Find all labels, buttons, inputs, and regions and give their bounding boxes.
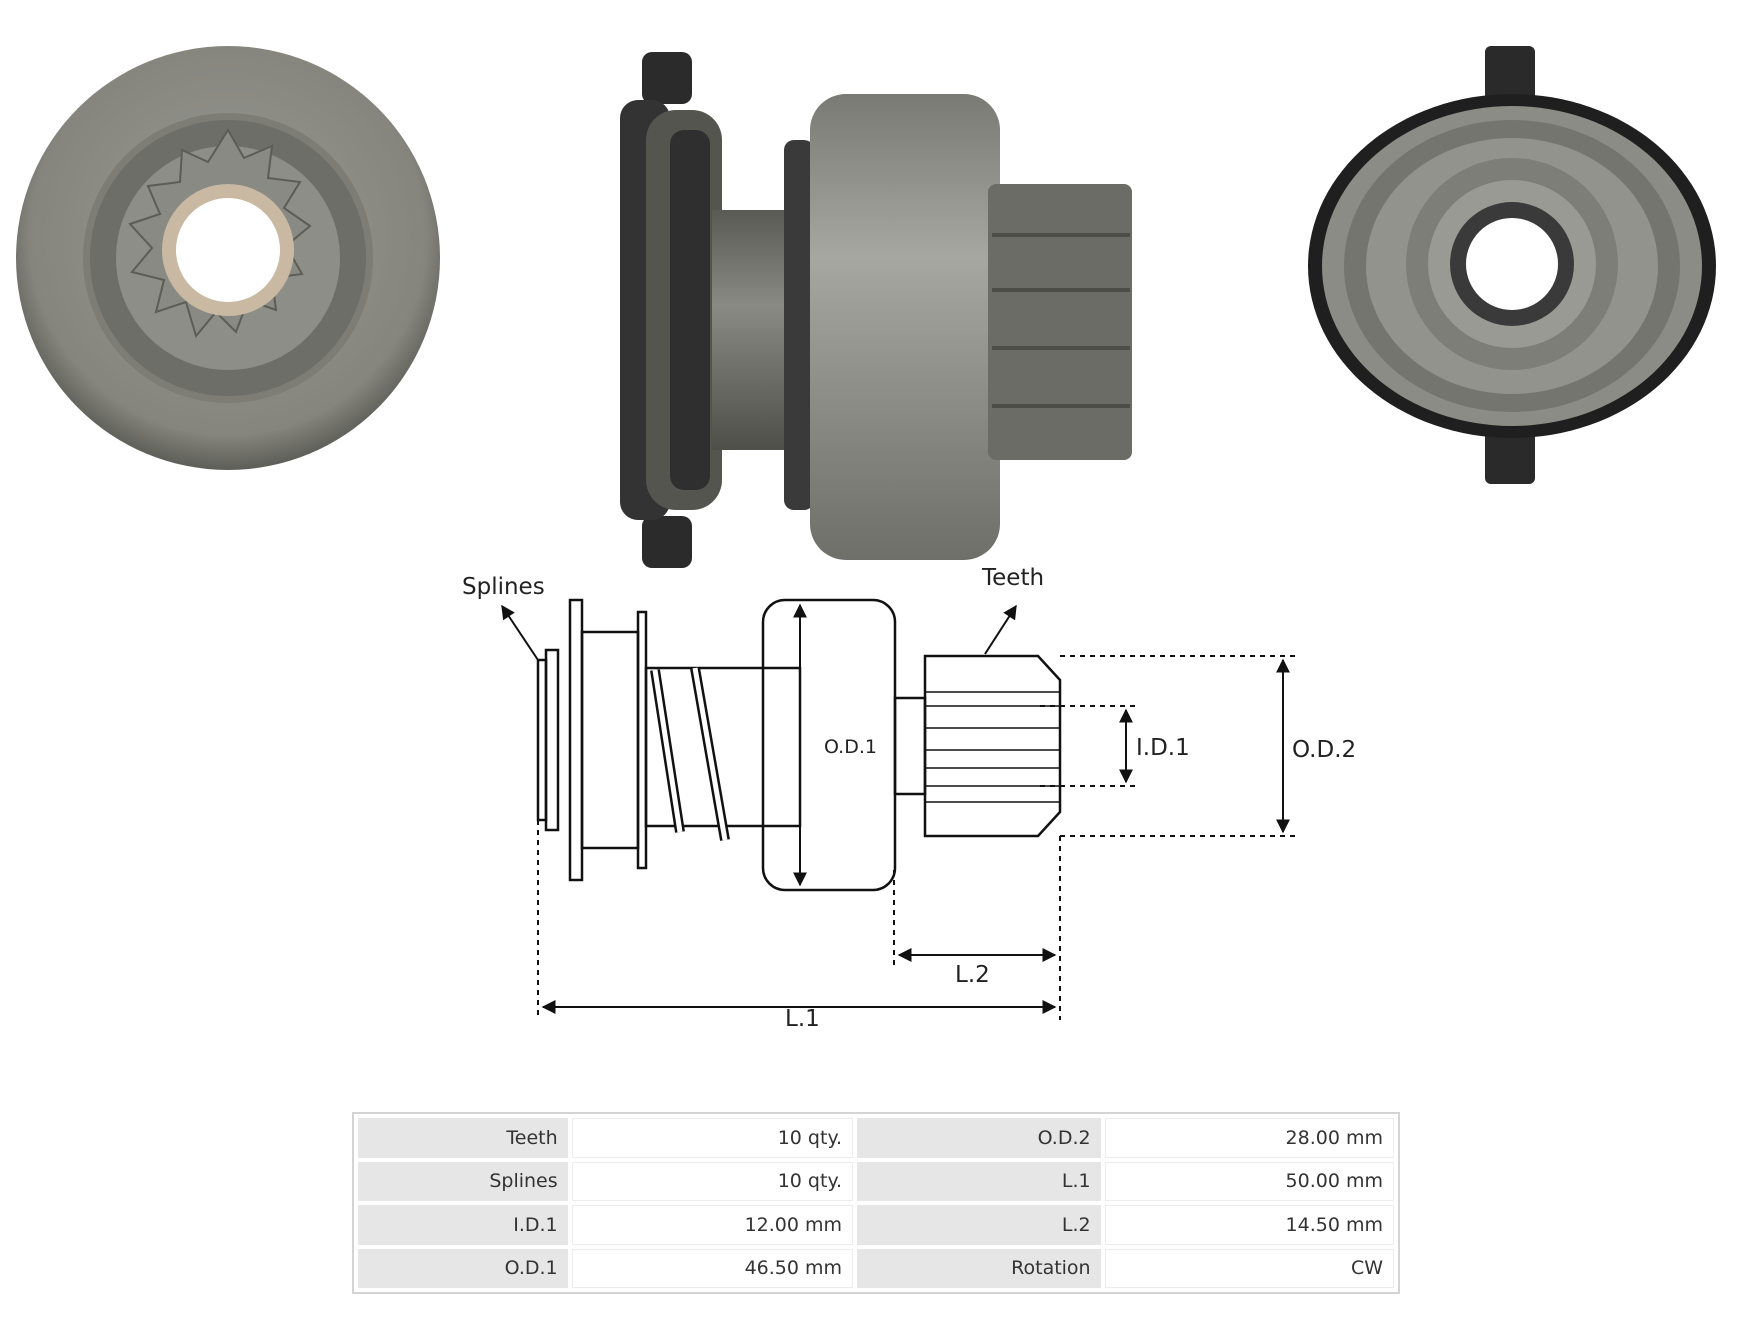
- spec-label: Rotation: [857, 1248, 1101, 1288]
- spec-label: O.D.2: [857, 1118, 1101, 1158]
- od2-label: O.D.2: [1292, 737, 1356, 763]
- table-row: I.D.1 12.00 mm L.2 14.50 mm: [358, 1205, 1394, 1245]
- spec-label: L.2: [857, 1205, 1101, 1245]
- teeth-label: Teeth: [981, 565, 1044, 591]
- pinion-front-view-photo: [16, 46, 440, 470]
- id1-label: I.D.1: [1136, 735, 1190, 761]
- table-row: Splines 10 qty. L.1 50.00 mm: [358, 1161, 1394, 1201]
- spec-value: 12.00 mm: [571, 1205, 854, 1245]
- spec-label: I.D.1: [358, 1205, 568, 1245]
- spec-label: Teeth: [358, 1118, 568, 1158]
- table-row: O.D.1 46.50 mm Rotation CW: [358, 1248, 1394, 1288]
- spec-table: Teeth 10 qty. O.D.2 28.00 mm Splines 10 …: [352, 1112, 1400, 1294]
- spec-value: 10 qty.: [571, 1118, 854, 1158]
- spec-value: 10 qty.: [571, 1161, 854, 1201]
- spec-label: O.D.1: [358, 1248, 568, 1288]
- spec-value: 14.50 mm: [1104, 1205, 1394, 1245]
- spec-value: 28.00 mm: [1104, 1118, 1394, 1158]
- pinion-rear-view-photo: [1308, 46, 1716, 484]
- l1-label: L.1: [785, 1006, 820, 1032]
- spec-value: 50.00 mm: [1104, 1161, 1394, 1201]
- pinion-side-view-photo: [620, 52, 1132, 568]
- spec-value: 46.50 mm: [571, 1248, 854, 1288]
- dimension-lines: [501, 603, 1300, 1020]
- spec-label: L.1: [857, 1161, 1101, 1201]
- l2-label: L.2: [955, 962, 990, 988]
- od1-label: O.D.1: [824, 736, 877, 758]
- spec-label: Splines: [358, 1161, 568, 1201]
- spec-value: CW: [1104, 1248, 1394, 1288]
- splines-label: Splines: [462, 574, 545, 600]
- table-row: Teeth 10 qty. O.D.2 28.00 mm: [358, 1118, 1394, 1158]
- dimension-diagram: Splines Teeth O.D.1 I.D.1 O.D.2 L.2 L.1: [462, 565, 1356, 1032]
